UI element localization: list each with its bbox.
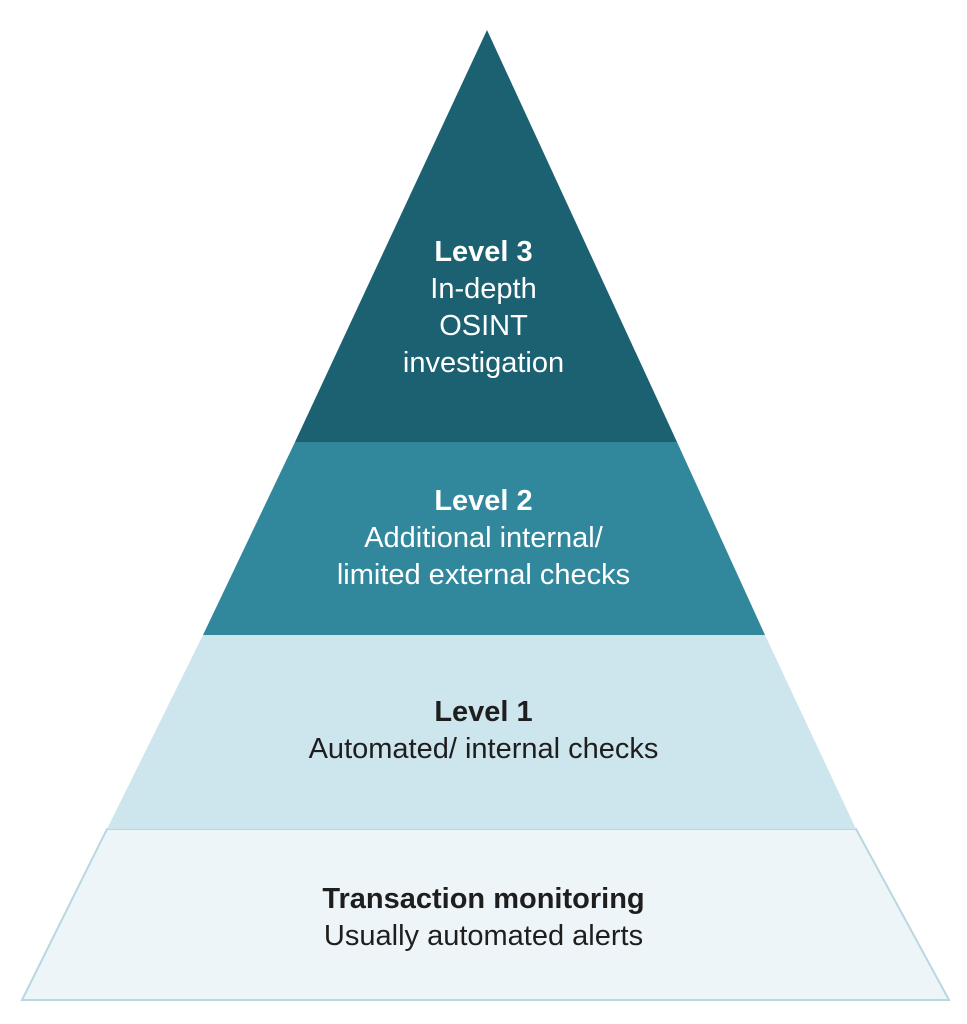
tier-level1-label: Level 1 Automated/ internal checks [0,694,967,768]
tier-level1-desc-line1: Automated/ internal checks [308,733,659,765]
tier-level3-title: Level 3 [434,236,533,268]
tier-level3-desc-line3: investigation [402,347,565,379]
tier-base-label: Transaction monitoring Usually automated… [0,881,967,955]
tier-level2-shape [203,442,765,635]
tier-level2-title: Level 2 [434,485,533,517]
tier-base-title: Transaction monitoring [322,883,645,915]
tier-level3-shape [295,30,677,442]
tier-level3-desc-line1: In-depth [430,273,537,305]
tier-level2-desc-line1: Additional internal/ [364,522,603,554]
tier-level2-desc-line2: limited external checks [336,559,631,591]
tier-level3-label: Level 3 In-depth OSINT investigation [0,234,967,382]
tier-level2-label: Level 2 Additional internal/ limited ext… [0,483,967,594]
tier-level1-shape [107,635,856,829]
tier-level1-title: Level 1 [434,696,533,728]
tier-level3-desc-line2: OSINT [439,310,528,342]
tier-base-desc-line1: Usually automated alerts [323,920,644,952]
